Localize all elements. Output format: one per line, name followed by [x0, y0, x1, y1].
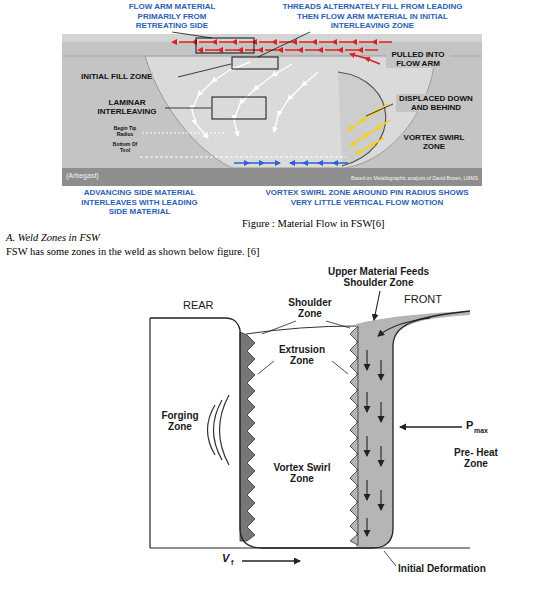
speed-symbol: V	[222, 552, 229, 564]
zone-label: Forging Zone	[155, 410, 205, 432]
source-credit: (Arbegast)	[66, 172, 99, 180]
flow-note: PULLED INTO FLOW ARM	[386, 50, 450, 68]
flow-arrows	[140, 42, 392, 163]
zone-label: Pre- Heat Zone	[450, 447, 502, 469]
tool-note: Bottom Of Tool	[112, 142, 138, 153]
zone-label: Extrusion Zone	[272, 344, 332, 366]
side-label: REAR	[183, 299, 214, 311]
zone-label: Vortex Swirl Zone	[268, 462, 336, 484]
zone-label: LAMINAR INTERLEAVING	[92, 98, 162, 116]
body-text: FSW has some zones in the weld as shown …	[6, 246, 260, 258]
side-label: FRONT	[404, 293, 442, 305]
zone-label: Initial Deformation	[398, 563, 486, 574]
micrograph	[62, 34, 482, 186]
zone-leaders	[258, 321, 396, 566]
symbol-subscript: f	[231, 559, 233, 567]
section-heading: A. Weld Zones in FSW	[6, 232, 100, 244]
flow-note: VORTEX SWIRL ZONE AROUND PIN RADIUS SHOW…	[262, 188, 472, 207]
figure-caption: Figure : Material Flow in FSW[6]	[242, 218, 385, 230]
flow-note: FLOW ARM MATERIAL PRIMARILY FROM RETREAT…	[117, 2, 227, 31]
leader-lines	[165, 32, 393, 116]
source-credit: Based on Metallographic analysis of Davi…	[280, 175, 478, 181]
force-symbol: P	[466, 419, 473, 431]
zone-arrows	[242, 291, 462, 561]
flow-note: ADVANCING SIDE MATERIAL INTERLEAVES WITH…	[72, 188, 207, 217]
flow-note: THREADS ALTERNATELY FILL FROM LEADING TH…	[280, 2, 465, 31]
flow-note: DISPLACED DOWN AND BEHIND	[396, 94, 476, 112]
zone-label: INITIAL FILL ZONE	[80, 72, 153, 81]
symbol-subscript: max	[474, 427, 488, 435]
zone-label: VORTEX SWIRL ZONE	[400, 133, 468, 151]
zone-label: Upper Material Feeds Shoulder Zone	[316, 266, 441, 288]
zone-label: Shoulder Zone	[282, 297, 338, 319]
zone-boxes	[196, 38, 278, 119]
tool-note: Begin Tip Radius	[112, 126, 138, 137]
weld-zone-sketch	[150, 311, 470, 548]
